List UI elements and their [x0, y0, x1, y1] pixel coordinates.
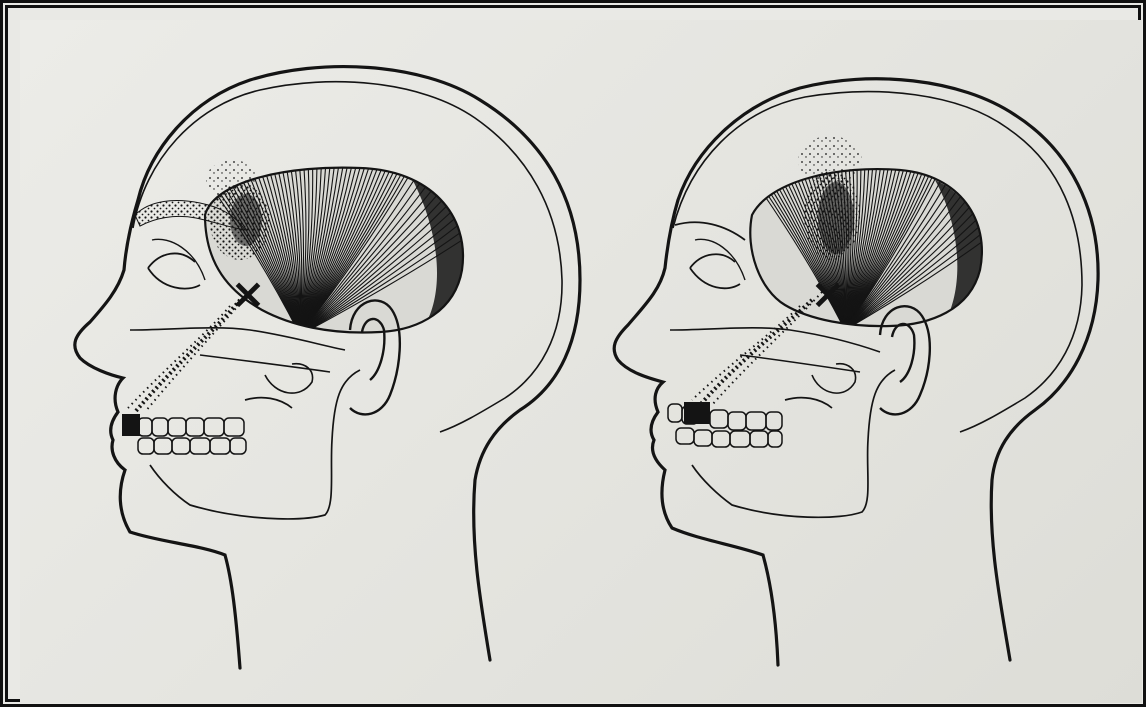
left-tooth-pain-zone: [122, 414, 140, 436]
right-trigger-point-marker: ×: [810, 269, 845, 318]
left-trigger-point-marker: ×: [230, 269, 265, 318]
left-teeth: [138, 418, 246, 454]
left-referral-path: [135, 300, 240, 412]
right-referral-path: [700, 300, 812, 405]
left-mandible: [150, 370, 360, 519]
right-eye: [690, 254, 740, 288]
left-head-figure: ×: [75, 67, 580, 668]
left-head-outline: [75, 67, 580, 668]
left-trigger-point-x: ×: [230, 269, 265, 318]
left-eye: [148, 253, 200, 288]
right-trigger-point-x: ×: [810, 269, 845, 318]
right-tooth-pain-zone: [684, 402, 710, 424]
right-mandible: [692, 370, 895, 517]
right-head-figure: ×: [614, 79, 1098, 665]
